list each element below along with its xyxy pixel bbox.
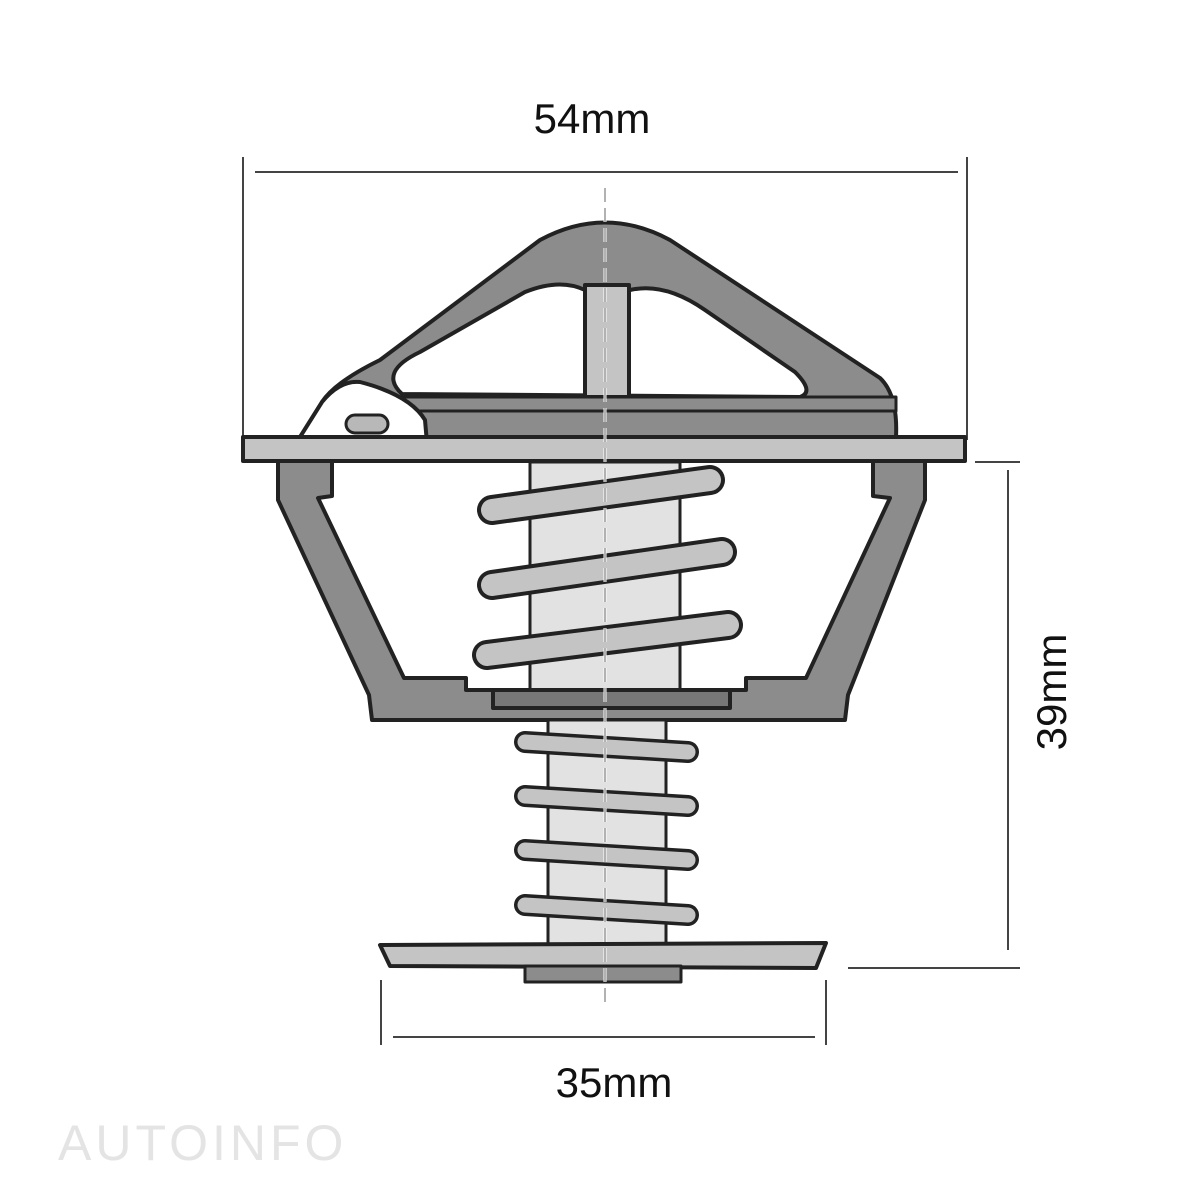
- base-width-label: 35mm: [556, 1059, 673, 1106]
- base-plate: [378, 941, 828, 970]
- height-label: 39mm: [1028, 634, 1075, 751]
- bridge-band: [398, 395, 898, 413]
- autoinfo-watermark: AUTOINFO: [58, 1115, 347, 1171]
- base-stub: [523, 964, 683, 984]
- dimension-lines: [242, 157, 1020, 1045]
- seat-plate: [491, 688, 732, 710]
- upper-spring: [472, 465, 743, 670]
- width-label: 54mm: [534, 95, 651, 142]
- bridge-stem: [583, 283, 631, 399]
- clip-pin: [344, 413, 390, 435]
